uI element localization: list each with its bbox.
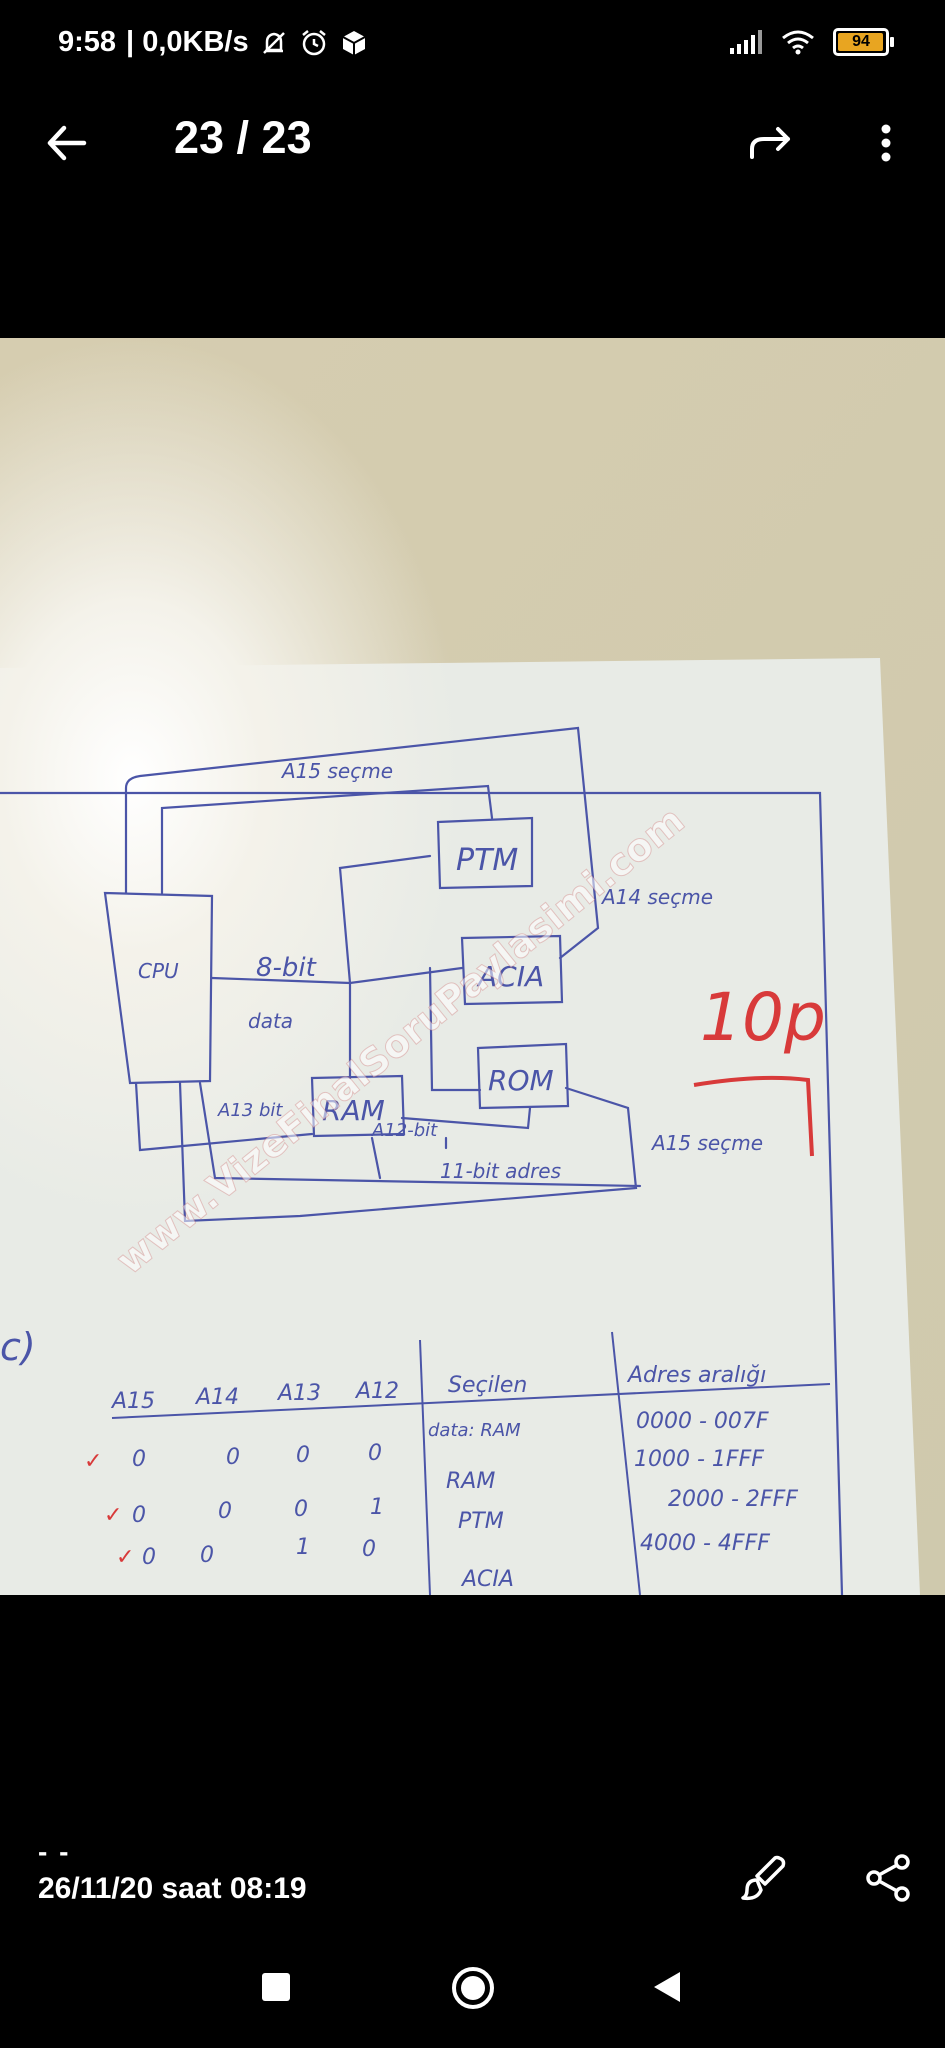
row3-a12: 0: [362, 1537, 376, 1562]
row1-selected: data: RAM: [428, 1420, 521, 1441]
top-toolbar: 23 / 23: [0, 95, 945, 185]
row2-a12: 1: [370, 1495, 384, 1520]
label-cpu: CPU: [138, 959, 179, 983]
nav-back-icon[interactable]: [650, 1969, 684, 2005]
label-a13-bit: A13 bit: [217, 1100, 283, 1121]
label-a15-right: A15 seçme: [650, 1131, 763, 1155]
system-nav-bar: [0, 1955, 945, 2025]
label-data: data: [248, 1009, 293, 1033]
label-ram: RAM: [322, 1094, 385, 1127]
network-speed: | 0,0KB/s: [126, 26, 249, 58]
row3-a15: 0: [142, 1545, 156, 1570]
table-header-a14: A14: [194, 1385, 239, 1410]
page-counter: 23 / 23: [174, 112, 312, 163]
row1-a14: 0: [226, 1445, 240, 1470]
label-a14-right: A14 seçme: [600, 885, 713, 909]
status-left: 9:58 | 0,0KB/s: [58, 26, 369, 59]
row2-selected: RAM: [446, 1469, 495, 1494]
label-ptm: PTM: [456, 843, 518, 878]
row1-check: ✓: [84, 1449, 102, 1474]
photo-datetime: 26/11/20 saat 08:19: [38, 1872, 307, 1905]
table-header-selected: Seçilen: [448, 1373, 527, 1398]
handwritten-photo: CPU PTM ACIA ROM RAM A15 seçme A14 seçme…: [0, 338, 945, 1595]
row3-check: ✓: [116, 1545, 134, 1570]
battery-level: 94: [852, 33, 870, 50]
table-header-range: Adres aralığı: [626, 1363, 766, 1388]
label-8bit: 8-bit: [256, 953, 317, 983]
alarm-icon: [299, 28, 329, 58]
photo-viewer[interactable]: CPU PTM ACIA ROM RAM A15 seçme A14 seçme…: [0, 338, 945, 1595]
row2-check: ✓: [104, 1503, 122, 1528]
label-a15-top: A15 seçme: [280, 759, 393, 783]
status-bar: 9:58 | 0,0KB/s 94: [0, 0, 945, 90]
row4-selected: ACIA: [460, 1567, 514, 1592]
muted-bell-icon: [259, 28, 289, 58]
row2-a15: 0: [132, 1503, 146, 1528]
address-table: A15 A14 A13 A12 Seçilen Adres aralığı ✓ …: [84, 1363, 798, 1592]
label-part-c: c): [0, 1325, 36, 1369]
label-acia: ACIA: [476, 960, 544, 993]
photo-caption: - -: [38, 1836, 71, 1867]
label-rom: ROM: [488, 1064, 554, 1097]
label-11bit-address: 11-bit adres: [440, 1159, 561, 1183]
row2-a13: 0: [294, 1497, 308, 1522]
share-icon[interactable]: [860, 1850, 916, 1906]
row3-a13: 1: [296, 1535, 310, 1560]
row1-a13: 0: [296, 1443, 310, 1468]
back-arrow-icon[interactable]: [40, 115, 96, 171]
row1-range: 0000 - 007F: [636, 1409, 769, 1434]
row3-range: 2000 - 2FFF: [668, 1487, 798, 1512]
row4-range: 4000 - 4FFF: [640, 1531, 770, 1556]
row3-a14: 0: [200, 1543, 214, 1568]
row3-selected: PTM: [458, 1509, 504, 1534]
label-score: 10p: [700, 979, 826, 1056]
box-icon: [339, 28, 369, 58]
signal-icon: [729, 30, 763, 54]
status-time: 9:58: [58, 26, 117, 58]
forward-share-icon[interactable]: [744, 115, 800, 171]
row1-a15: 0: [132, 1447, 146, 1472]
row1-a12: 0: [368, 1441, 382, 1466]
table-header-a13: A13: [276, 1381, 321, 1406]
battery-icon: 94: [833, 28, 894, 56]
photo-meta: - - 26/11/20 saat 08:19: [38, 1836, 307, 1906]
home-icon[interactable]: [450, 1965, 496, 2011]
table-header-a12: A12: [354, 1379, 399, 1404]
row2-range: 1000 - 1FFF: [634, 1447, 764, 1472]
recent-apps-icon[interactable]: [262, 1973, 290, 2001]
status-right: 94: [729, 28, 894, 56]
wifi-icon: [781, 29, 815, 55]
edit-brush-icon[interactable]: [735, 1850, 791, 1906]
row2-a14: 0: [218, 1499, 232, 1524]
label-a12-bit: A12-bit: [371, 1120, 438, 1141]
more-vert-icon[interactable]: [866, 115, 906, 171]
score-mark: 10p: [693, 979, 826, 1157]
table-header-a15: A15: [110, 1389, 155, 1414]
